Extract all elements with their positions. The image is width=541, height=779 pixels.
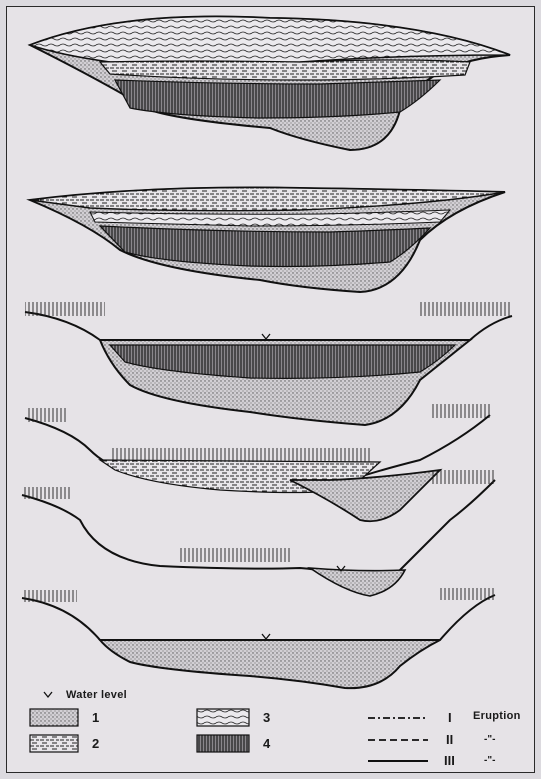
ditto-mark-2: -"-: [484, 755, 495, 766]
legend-label-4: 4: [263, 736, 270, 751]
legend-label-1: 1: [92, 710, 99, 725]
legend-label-3: 3: [263, 710, 270, 725]
phase-label-3: III: [444, 753, 455, 768]
legend-swatch-3: [197, 709, 249, 726]
water-level-marker: [262, 634, 270, 639]
legend-swatch-2: [30, 735, 78, 752]
eruption-label: Eruption: [473, 710, 521, 722]
cross-section-6: [22, 588, 495, 688]
cross-section-4: [25, 404, 490, 521]
phase-label-2: II: [446, 732, 453, 747]
water-level-label: Water level: [66, 689, 127, 701]
legend-swatch-1: [30, 709, 78, 726]
phase-label-1: I: [448, 710, 452, 725]
cross-section-2: [30, 188, 505, 293]
ditto-mark-1: -"-: [484, 734, 495, 745]
water-level-icon: [44, 692, 52, 697]
legend-label-2: 2: [92, 736, 99, 751]
legend: [30, 692, 428, 761]
cross-section-1: [30, 17, 510, 150]
legend-swatch-4: [197, 735, 249, 752]
water-level-marker: [262, 334, 270, 339]
